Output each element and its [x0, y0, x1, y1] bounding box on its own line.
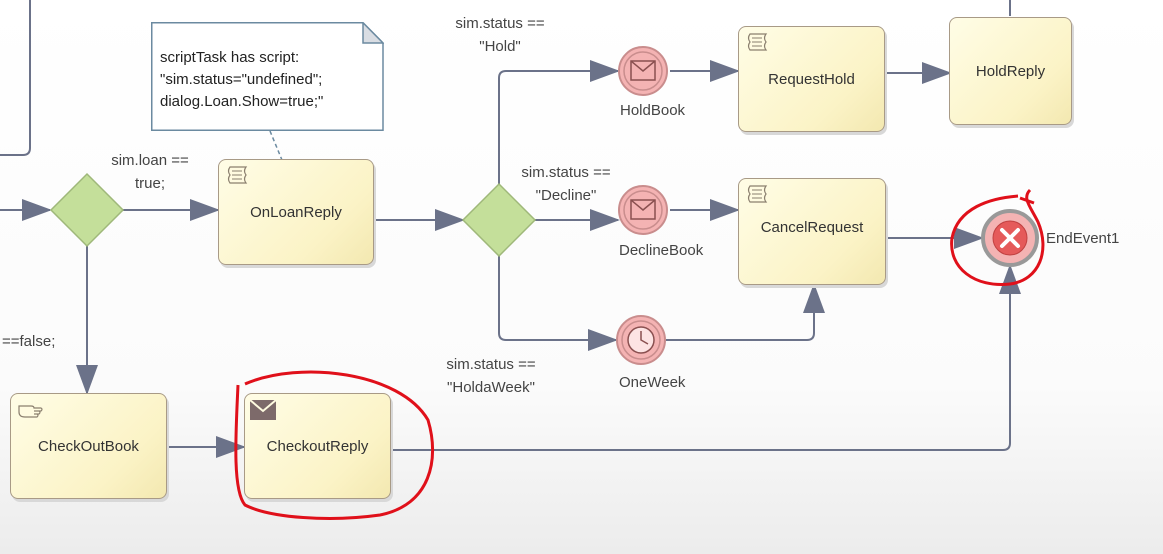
- declinebook-label: DeclineBook: [619, 242, 704, 259]
- task-cancel-request[interactable]: CancelRequest: [738, 178, 886, 285]
- condition-loan-true: sim.loan == true;: [104, 149, 196, 195]
- holdbook-label: HoldBook: [620, 102, 686, 119]
- condition-line: "Decline": [535, 187, 597, 204]
- end-event[interactable]: [981, 209, 1039, 267]
- connector-oneweek-cancelrequest[interactable]: [666, 283, 825, 341]
- clock-icon: [627, 326, 655, 354]
- task-check-out-book[interactable]: CheckOutBook: [10, 393, 167, 499]
- task-label: RequestHold: [768, 70, 855, 88]
- gateway-loan[interactable]: [49, 172, 125, 248]
- task-hold-reply[interactable]: HoldReply: [949, 17, 1072, 125]
- script-icon: [747, 33, 768, 51]
- condition-line: sim.status ==: [455, 15, 545, 32]
- connector-top-left[interactable]: [0, 0, 31, 156]
- note-line-1: scriptTask has script:: [160, 49, 300, 66]
- condition-loan-false: ==false;: [2, 333, 56, 350]
- task-request-hold[interactable]: RequestHold: [738, 26, 885, 132]
- task-label: CheckoutReply: [266, 437, 369, 455]
- script-note[interactable]: scriptTask has script: "sim.status="unde…: [151, 22, 384, 131]
- script-icon: [747, 185, 768, 203]
- hand-icon: [18, 405, 43, 418]
- annotation-tick-endevent: [1019, 196, 1035, 205]
- task-label: CheckOutBook: [38, 437, 139, 455]
- annotation-circle-checkoutreply: [234, 370, 435, 520]
- note-association[interactable]: [269, 130, 283, 161]
- task-label: OnLoanReply: [250, 203, 342, 221]
- condition-hold: sim.status == "Hold": [430, 12, 570, 58]
- endevent-label: EndEvent1: [1046, 230, 1120, 247]
- condition-line: sim.status ==: [521, 164, 611, 181]
- oneweek-label: OneWeek: [619, 374, 686, 391]
- condition-line: true;: [134, 175, 165, 192]
- x-icon: [1000, 228, 1020, 248]
- connector-gateway2-oneweek[interactable]: [498, 256, 618, 351]
- condition-line: "Hold": [479, 38, 521, 55]
- task-label: HoldReply: [975, 62, 1046, 80]
- note-line-2: "sim.status="undefined";: [160, 71, 323, 88]
- gateway-status[interactable]: [461, 182, 537, 258]
- task-checkout-reply[interactable]: CheckoutReply: [244, 393, 391, 499]
- condition-line: sim.loan ==: [111, 152, 189, 169]
- connector-checkoutreply-endevent[interactable]: [391, 264, 1021, 451]
- envelope-icon: [249, 399, 277, 420]
- note-shape: [151, 22, 384, 131]
- task-label: CancelRequest: [760, 219, 864, 236]
- script-icon: [227, 166, 248, 184]
- note-line-3: dialog.Loan.Show=true;": [160, 93, 324, 110]
- task-on-loan-reply[interactable]: OnLoanReply: [218, 159, 374, 265]
- declinebook-event[interactable]: [618, 185, 668, 235]
- envelope-icon: [630, 199, 656, 220]
- condition-line: sim.status ==: [446, 356, 536, 373]
- annotation-circle-endevent: [950, 188, 1045, 286]
- envelope-icon: [630, 60, 656, 81]
- oneweek-event[interactable]: [616, 315, 666, 365]
- condition-line: "HoldaWeek": [447, 379, 535, 396]
- condition-decline: sim.status == "Decline": [496, 161, 636, 207]
- connector-gateway2-holdbook[interactable]: [498, 60, 620, 184]
- note-text: scriptTask has script: "sim.status="unde…: [160, 47, 323, 113]
- holdbook-event[interactable]: [618, 46, 668, 96]
- condition-holdaweek: sim.status == "HoldaWeek": [421, 353, 561, 399]
